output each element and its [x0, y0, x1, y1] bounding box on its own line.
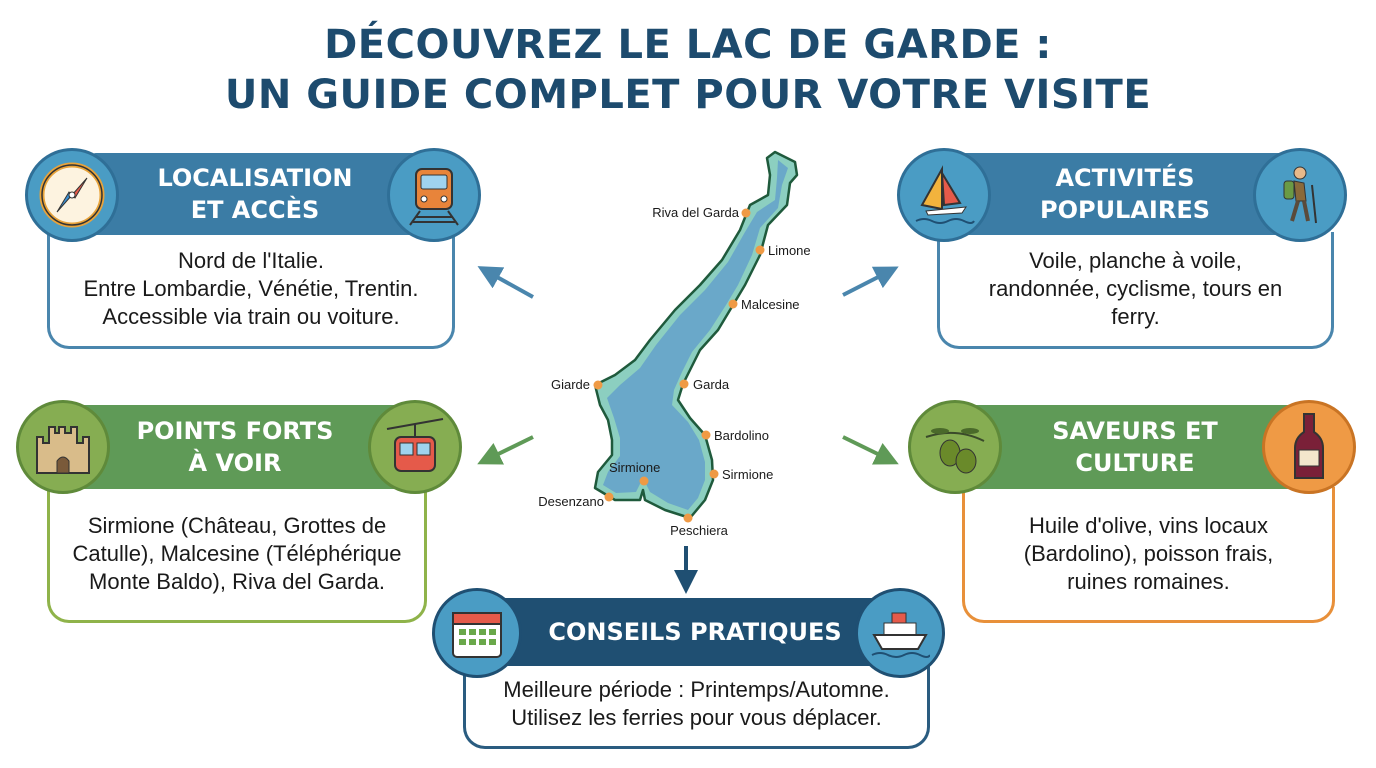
card-text: Voile, planche à voile,: [1029, 248, 1242, 273]
tips-card-header: CONSEILS PRATIQUES: [490, 598, 900, 666]
hiker-icon: [1253, 148, 1347, 242]
card-title: ACTIVITÉS: [1055, 164, 1195, 192]
card-text: randonnée, cyclisme, tours en: [988, 276, 1283, 301]
compass-icon: [25, 148, 119, 242]
activities-card-body: Voile, planche à voile, randonnée, cycli…: [937, 232, 1334, 349]
card-title: À VOIR: [188, 449, 282, 477]
card-title: CULTURE: [1075, 449, 1195, 477]
arrow-to-flavors: [842, 435, 899, 465]
windsurf-icon: [897, 148, 991, 242]
town-marker: [741, 208, 751, 218]
town-marker: [683, 513, 693, 523]
card-title: POPULAIRES: [1039, 196, 1211, 224]
card-text: Accessible via train ou voiture.: [102, 304, 400, 329]
town-marker: [755, 245, 765, 255]
town-label: Sirmione: [722, 467, 773, 482]
card-text: Monte Baldo), Riva del Garda.: [89, 568, 385, 594]
flavors-card-header: SAVEURS ET CULTURE: [950, 405, 1320, 489]
card-title: SAVEURS ET: [1052, 417, 1218, 445]
olive-icon: [908, 400, 1002, 494]
arrow-to-location: [477, 266, 534, 299]
tips-card-body: Meilleure période : Printemps/Automne. U…: [463, 662, 930, 749]
town-label: Peschiera: [670, 523, 729, 538]
town-marker: [593, 380, 603, 390]
town-markers: [593, 208, 765, 523]
location-card-body: Nord de l'Italie. Entre Lombardie, Vénét…: [47, 232, 455, 349]
town-marker: [639, 476, 649, 486]
card-text: (Bardolino), poisson frais,: [1023, 540, 1274, 566]
card-text: ruines romaines.: [1067, 568, 1230, 594]
card-title: CONSEILS PRATIQUES: [548, 618, 842, 646]
town-label: Limone: [768, 243, 811, 258]
ferry-icon: [855, 588, 945, 678]
title-line-1: DÉCOUVREZ LE LAC DE GARDE :: [324, 22, 1052, 68]
card-text: Meilleure période : Printemps/Automne.: [503, 677, 890, 702]
card-text: Catulle), Malcesine (Téléphérique: [72, 540, 402, 566]
card-text: Nord de l'Italie.: [177, 248, 325, 273]
card-title: LOCALISATION: [157, 164, 353, 192]
cable-car-icon: [368, 400, 462, 494]
highlights-card-header: POINTS FORTS À VOIR: [70, 405, 400, 489]
card-title: POINTS FORTS: [136, 417, 334, 445]
location-card-header: LOCALISATION ET ACCÈS: [90, 153, 420, 235]
lake-water: [603, 160, 788, 510]
wine-bottle-icon: [1262, 400, 1356, 494]
town-marker: [709, 469, 719, 479]
highlights-card-body: Sirmione (Château, Grottes de Catulle), …: [47, 487, 427, 623]
town-marker: [679, 379, 689, 389]
town-label: Malcesine: [741, 297, 800, 312]
arrow-to-activities: [842, 266, 899, 297]
town-label: Desenzano: [538, 494, 604, 509]
card-text: ferry.: [1111, 304, 1160, 329]
card-text: Utilisez les ferries pour vous déplacer.: [511, 705, 882, 730]
arrow-to-highlights: [477, 435, 534, 465]
title-line-2: UN GUIDE COMPLET POUR VOTRE VISITE: [224, 72, 1152, 118]
town-label: Garda: [693, 377, 730, 392]
card-text: Entre Lombardie, Vénétie, Trentin.: [83, 276, 419, 301]
card-text: Sirmione (Château, Grottes de: [87, 512, 387, 538]
town-label: Sirmione: [609, 460, 660, 475]
town-label: Bardolino: [714, 428, 769, 443]
activities-card-header: ACTIVITÉS POPULAIRES: [960, 153, 1290, 235]
calendar-icon: [432, 588, 522, 678]
town-marker: [604, 492, 614, 502]
town-label: Giarde: [551, 377, 590, 392]
card-text: Huile d'olive, vins locaux: [1029, 512, 1268, 538]
card-title: ET ACCÈS: [190, 196, 320, 224]
train-icon: [387, 148, 481, 242]
town-marker: [728, 299, 738, 309]
town-label: Riva del Garda: [652, 205, 739, 220]
flavors-card-body: Huile d'olive, vins locaux (Bardolino), …: [962, 487, 1335, 623]
town-marker: [701, 430, 711, 440]
castle-icon: [16, 400, 110, 494]
